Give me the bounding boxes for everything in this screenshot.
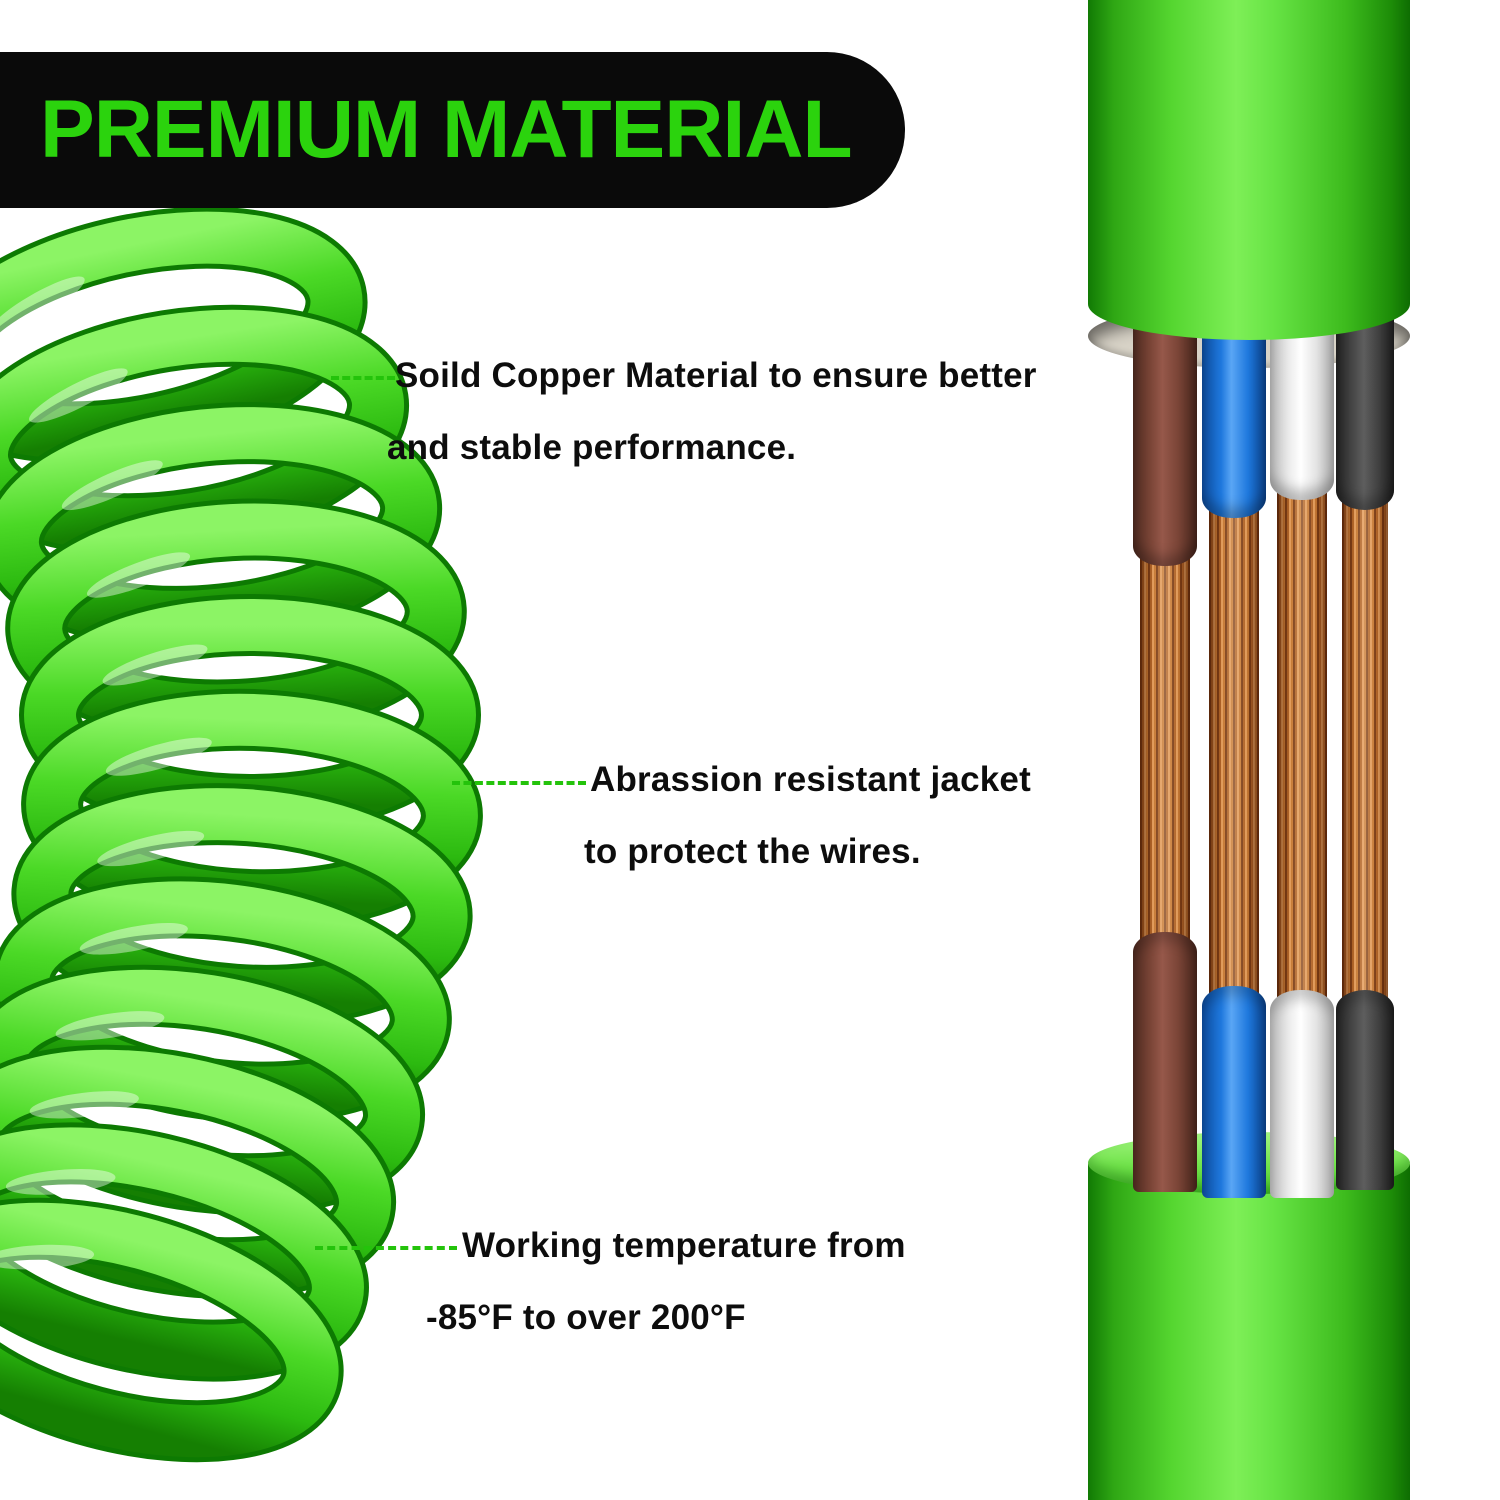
leader-line-jacket — [452, 781, 586, 785]
coil-rings — [0, 206, 483, 1463]
annotation-temperature-line1: Working temperature from — [462, 1226, 906, 1265]
coiled-cable-image — [0, 206, 483, 1463]
copper-strands-white-wire — [1277, 470, 1327, 1025]
blue-wire-insulation-bottom — [1202, 986, 1266, 1198]
cable-jacket-top — [1088, 0, 1410, 340]
brown-wire-insulation-top — [1133, 298, 1197, 566]
annotation-jacket-line2: to protect the wires. — [584, 832, 921, 871]
annotation-jacket: Abrassion resistant jacket to protect th… — [584, 760, 1031, 872]
black-wire-insulation-top — [1336, 298, 1394, 510]
white-wire-insulation-bottom — [1270, 990, 1334, 1198]
cable-jacket-bottom — [1088, 1164, 1410, 1500]
annotation-copper-line1: Soild Copper Material to ensure better — [395, 356, 1037, 395]
banner-title: PREMIUM MATERIAL — [40, 84, 853, 175]
black-wire-insulation-bottom — [1336, 990, 1394, 1190]
brown-wire-insulation-bottom — [1133, 932, 1197, 1192]
copper-strands-black-wire — [1342, 470, 1388, 1025]
coil-ring — [0, 1122, 369, 1382]
annotation-copper-line2: and stable performance. — [387, 428, 797, 467]
premium-material-banner: PREMIUM MATERIAL — [0, 52, 905, 208]
annotation-copper: Soild Copper Material to ensure better a… — [387, 356, 1037, 468]
annotation-temperature: Working temperature from -85°F to over 2… — [426, 1226, 906, 1338]
leader-line-temperature — [315, 1246, 457, 1250]
annotation-temperature-line2: -85°F to over 200°F — [426, 1298, 746, 1337]
coil-ring — [0, 1197, 344, 1463]
annotation-jacket-line1: Abrassion resistant jacket — [590, 760, 1031, 799]
copper-strands-blue-wire — [1209, 470, 1259, 1025]
leader-line-copper — [331, 376, 395, 380]
